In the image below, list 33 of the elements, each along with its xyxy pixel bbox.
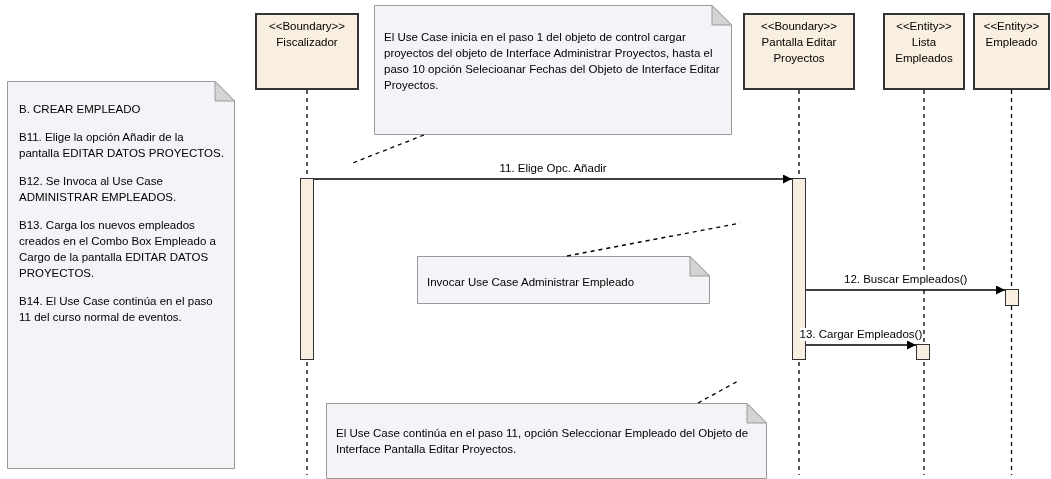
message-arrow bbox=[805, 285, 1006, 295]
note-text: B. CREAR EMPLEADO bbox=[19, 102, 142, 117]
note bbox=[374, 5, 732, 135]
stereotype-label: <<Boundary>> bbox=[759, 19, 839, 34]
note bbox=[417, 256, 710, 304]
message-arrow bbox=[313, 174, 793, 184]
note-text: B14. El Use Case continúa en el paso 11 del curso normal de eventos. bbox=[19, 294, 214, 325]
note-text: B13. Carga los nuevos empleados creados en el Combo Box Empleado a Cargo de la pantalla EDITAR DATOS PROYECTOS. bbox=[19, 218, 217, 281]
object-name: Empleado bbox=[984, 35, 1039, 50]
message-label: 12. Buscar Empleados() bbox=[844, 273, 968, 286]
note bbox=[7, 81, 235, 469]
message-label: 13. Cargar Empleados() bbox=[799, 328, 923, 341]
note-text: B12. Se Invoca al Use Case ADMINISTRAR EMPLEADOS. bbox=[19, 174, 178, 205]
lifeline-head bbox=[743, 13, 855, 90]
lifeline-head bbox=[883, 13, 965, 90]
stereotype-label: <<Entity>> bbox=[982, 19, 1041, 34]
note-text: El Use Case continúa en el paso 11, opción Seleccionar Empleado del Objeto de Interface Pantalla Editar Proyectos. bbox=[336, 426, 750, 457]
object-name: Fiscalizador bbox=[275, 35, 339, 50]
message-label: 11. Elige Opc. Añadir bbox=[499, 162, 607, 175]
stereotype-label: <<Boundary>> bbox=[267, 19, 347, 34]
message-arrow bbox=[805, 340, 917, 350]
activation-bar bbox=[300, 178, 314, 360]
activation-bar bbox=[916, 344, 930, 360]
note-text: Invocar Use Case Administrar Empleado bbox=[427, 275, 636, 290]
stereotype-label: <<Entity>> bbox=[895, 19, 953, 34]
object-name: Pantalla Editar Proyectos bbox=[760, 35, 838, 66]
lifeline-head bbox=[255, 13, 359, 90]
note-text: El Use Case inicia en el paso 1 del objeto de control cargar proyectos del objeto de Interface Administrar Proyectos, hasta el paso 10 opción Selecioanar Fechas del Objeto de Interface Editar Proyectos. bbox=[384, 30, 721, 93]
lifeline-head bbox=[973, 13, 1050, 90]
object-name: Lista Empleados bbox=[894, 35, 954, 66]
note bbox=[326, 403, 767, 479]
note-text: B11. Elige la opción Añadir de la pantalla EDITAR DATOS PROYECTOS. bbox=[19, 130, 225, 161]
activation-bar bbox=[1005, 289, 1019, 306]
